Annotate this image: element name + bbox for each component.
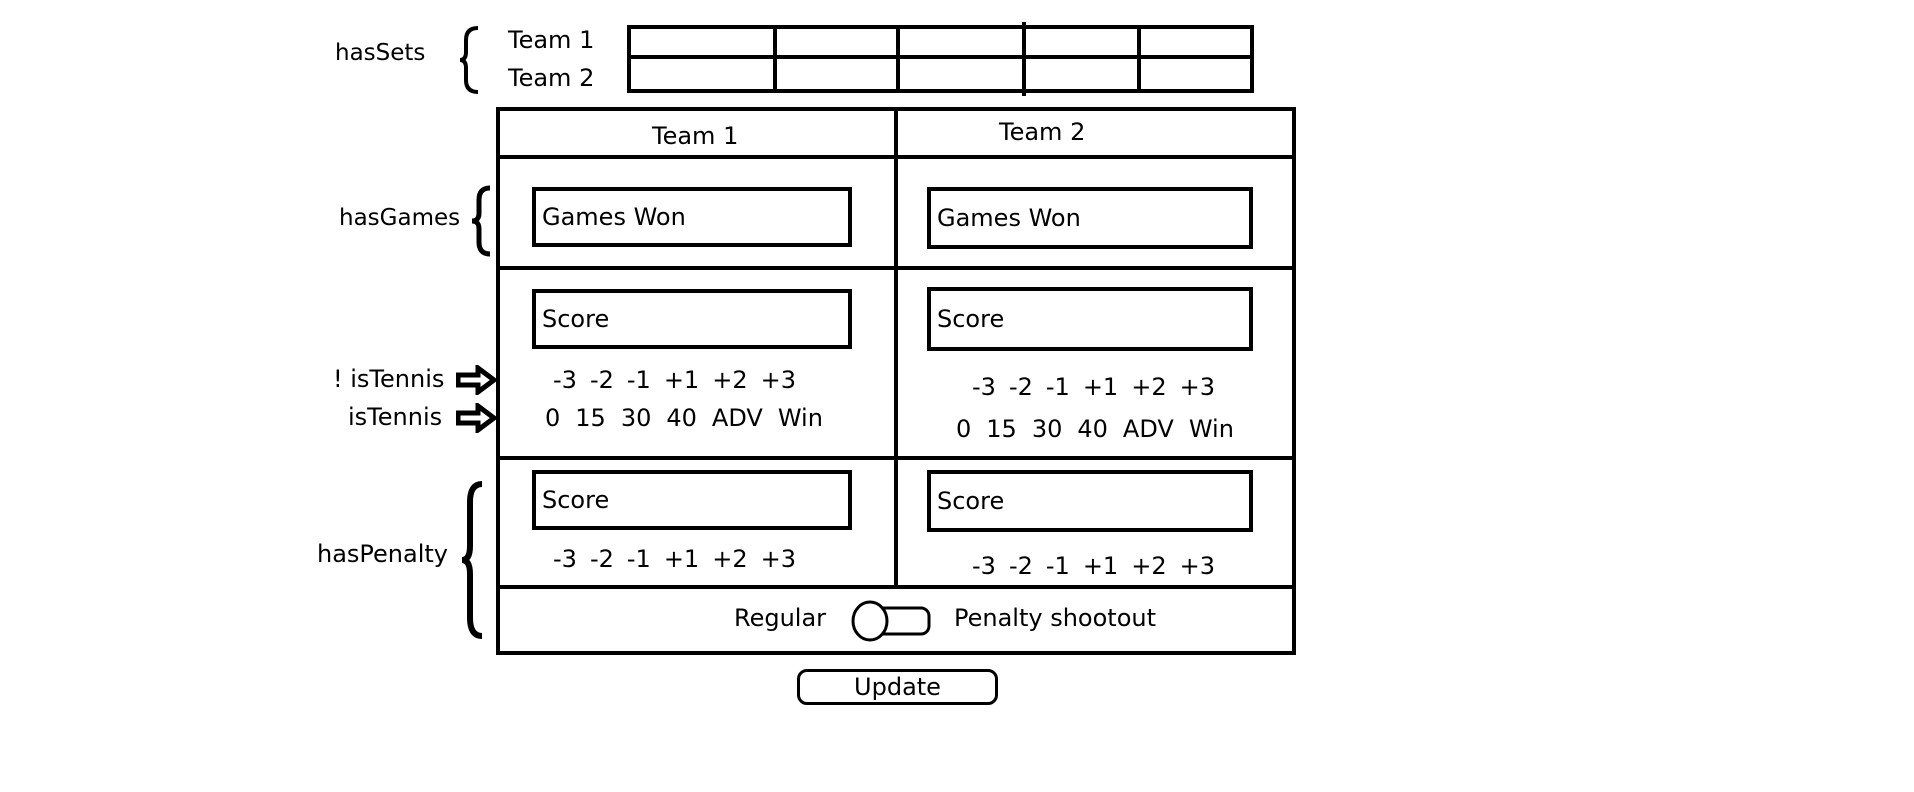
points-win-button[interactable]: Win [1188, 415, 1234, 443]
team1-score-stepper: -3 -2 -1 +1 +2 +3 [553, 368, 796, 392]
decrement-2-button[interactable]: -2 [589, 545, 614, 573]
decrement-2-button[interactable]: -2 [1008, 373, 1033, 401]
decrement-3-button[interactable]: -3 [972, 552, 996, 580]
points-adv-button[interactable]: ADV [711, 404, 763, 432]
team2-tennis-points: 0 15 30 40 ADV Win [956, 417, 1234, 441]
team-column-divider [894, 107, 898, 587]
team2-header: Team 2 [999, 118, 1086, 146]
has-sets-brace [459, 26, 479, 94]
increment-1-button[interactable]: +1 [663, 545, 700, 573]
has-penalty-annotation: hasPenalty [317, 540, 449, 568]
decrement-3-button[interactable]: -3 [972, 373, 996, 401]
team2-penalty-score-input[interactable]: Score [927, 470, 1253, 532]
team1-score-placeholder: Score [542, 305, 610, 333]
team1-header: Team 1 [652, 122, 739, 150]
has-penalty-brace [461, 481, 483, 639]
points-30-button[interactable]: 30 [1031, 415, 1063, 443]
points-15-button[interactable]: 15 [986, 415, 1017, 443]
increment-1-button[interactable]: +1 [1082, 552, 1119, 580]
score-row-divider [496, 456, 1296, 460]
sets-team2-label: Team 2 [508, 64, 595, 92]
team1-games-won-placeholder: Games Won [542, 203, 686, 231]
update-button[interactable]: Update [797, 669, 998, 705]
games-row-divider [496, 266, 1296, 270]
sets-table [627, 25, 1254, 93]
points-0-button[interactable]: 0 [545, 404, 561, 432]
team1-penalty-score-placeholder: Score [542, 486, 610, 514]
decrement-1-button[interactable]: -1 [626, 366, 651, 394]
decrement-1-button[interactable]: -1 [626, 545, 651, 573]
update-button-label: Update [854, 673, 941, 701]
right-arrow-icon [456, 403, 498, 433]
points-40-button[interactable]: 40 [1077, 415, 1108, 443]
increment-2-button[interactable]: +2 [712, 366, 748, 394]
increment-3-button[interactable]: +3 [760, 366, 796, 394]
team1-penalty-stepper: -3 -2 -1 +1 +2 +3 [553, 547, 796, 571]
team2-score-stepper: -3 -2 -1 +1 +2 +3 [972, 375, 1215, 399]
team2-score-input[interactable]: Score [927, 287, 1253, 351]
sets-table-col-divider [1137, 25, 1141, 93]
decrement-2-button[interactable]: -2 [1008, 552, 1033, 580]
decrement-1-button[interactable]: -1 [1045, 552, 1070, 580]
decrement-3-button[interactable]: -3 [553, 366, 577, 394]
sets-table-col-divider [1022, 22, 1026, 96]
regular-mode-label: Regular [734, 604, 827, 632]
increment-1-button[interactable]: +1 [663, 366, 700, 394]
header-row-divider [496, 155, 1296, 159]
increment-1-button[interactable]: +1 [1082, 373, 1119, 401]
decrement-1-button[interactable]: -1 [1045, 373, 1070, 401]
team1-games-won-input[interactable]: Games Won [532, 187, 852, 247]
decrement-3-button[interactable]: -3 [553, 545, 577, 573]
team1-penalty-score-input[interactable]: Score [532, 470, 852, 530]
increment-3-button[interactable]: +3 [1179, 552, 1215, 580]
sets-table-col-divider [773, 25, 777, 93]
points-15-button[interactable]: 15 [575, 404, 606, 432]
team2-penalty-stepper: -3 -2 -1 +1 +2 +3 [972, 554, 1215, 578]
penalty-row-divider [496, 585, 1296, 589]
increment-2-button[interactable]: +2 [1131, 552, 1167, 580]
team1-tennis-points: 0 15 30 40 ADV Win [545, 406, 823, 430]
team1-score-input[interactable]: Score [532, 289, 852, 349]
has-sets-annotation: hasSets [335, 40, 426, 66]
sets-team1-label: Team 1 [508, 26, 595, 54]
has-games-brace [471, 185, 491, 257]
points-adv-button[interactable]: ADV [1122, 415, 1174, 443]
points-0-button[interactable]: 0 [956, 415, 972, 443]
decrement-2-button[interactable]: -2 [589, 366, 614, 394]
points-30-button[interactable]: 30 [620, 404, 652, 432]
is-tennis-annotation: isTennis [348, 403, 443, 431]
team2-score-placeholder: Score [937, 305, 1005, 333]
points-win-button[interactable]: Win [777, 404, 823, 432]
points-40-button[interactable]: 40 [666, 404, 697, 432]
mode-toggle-switch[interactable] [849, 599, 933, 643]
has-games-annotation: hasGames [339, 205, 461, 231]
team2-games-won-placeholder: Games Won [937, 204, 1081, 232]
team2-games-won-input[interactable]: Games Won [927, 187, 1253, 249]
increment-3-button[interactable]: +3 [1179, 373, 1215, 401]
increment-2-button[interactable]: +2 [712, 545, 748, 573]
not-is-tennis-annotation: ! isTennis [333, 365, 445, 393]
penalty-shootout-mode-label: Penalty shootout [954, 604, 1157, 632]
sets-table-row-divider [627, 55, 1254, 59]
increment-3-button[interactable]: +3 [760, 545, 796, 573]
team2-penalty-score-placeholder: Score [937, 487, 1005, 515]
right-arrow-icon [456, 365, 498, 395]
sets-table-col-divider [896, 25, 900, 93]
increment-2-button[interactable]: +2 [1131, 373, 1167, 401]
